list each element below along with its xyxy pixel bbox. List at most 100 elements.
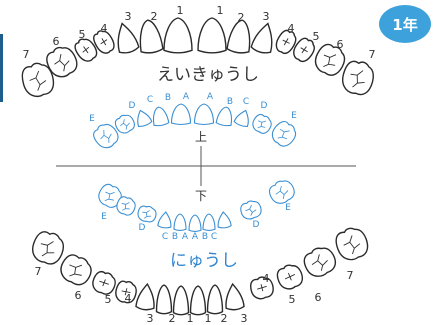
upper-primary-tooth-outline (137, 109, 153, 127)
upper-permanent-tooth-groove (300, 46, 308, 54)
upper-primary-letter-label: B (165, 93, 171, 103)
lower-permanent-number-label: 1 (187, 312, 194, 325)
lower-primary-tooth (202, 213, 216, 231)
upper-permanent-tooth (293, 37, 315, 63)
lower-primary-tooth (188, 214, 202, 232)
upper-permanent-tooth-outline (314, 43, 346, 76)
upper-permanent-tooth-outline (163, 17, 193, 54)
upper-primary-letter-label: A (207, 92, 214, 102)
upper-permanent-tooth (163, 17, 193, 54)
permanent-teeth-label: えいきゅうし (157, 65, 259, 85)
lower-permanent-tooth-outline (206, 284, 224, 315)
lower-jaw-label: 下 (195, 189, 207, 203)
lower-primary-tooth-groove (121, 202, 130, 211)
lower-primary-tooth-groove (104, 191, 115, 201)
grade-badge-background (379, 5, 431, 43)
lower-permanent-tooth-outline (303, 247, 336, 277)
lower-permanent-number-label: 3 (241, 312, 248, 325)
lower-primary-letter-label: D (139, 223, 146, 233)
left-edge-bar (0, 34, 3, 102)
upper-primary-tooth-groove (257, 120, 266, 129)
lower-permanent-number-label: 7 (35, 265, 42, 278)
lower-primary-letter-label: C (162, 232, 168, 242)
upper-primary-tooth-groove (277, 128, 290, 140)
lower-permanent-tooth-outline (135, 282, 155, 311)
upper-permanent-tooth (197, 17, 227, 54)
upper-permanent-teeth (21, 17, 374, 97)
lower-primary-tooth-outline (217, 211, 232, 229)
lower-primary-tooth (157, 211, 172, 229)
grade-badge: 1年 (379, 5, 431, 43)
upper-primary-letter-label: B (227, 97, 233, 107)
lower-permanent-tooth (115, 280, 137, 304)
lower-permanent-tooth (276, 264, 304, 290)
lower-permanent-tooth (303, 247, 336, 277)
upper-permanent-tooth (314, 43, 346, 76)
upper-primary-tooth (271, 120, 297, 147)
upper-primary-letter-label: D (261, 101, 268, 111)
grade-badge-text: 1年 (392, 16, 417, 34)
upper-primary-tooth-groove (100, 129, 112, 143)
lower-primary-tooth (217, 211, 232, 229)
lower-permanent-tooth-groove (121, 288, 131, 296)
upper-primary-tooth (252, 113, 272, 134)
upper-permanent-number-label: 5 (313, 30, 320, 43)
upper-permanent-tooth-outline (342, 60, 374, 96)
upper-permanent-tooth (139, 19, 164, 54)
lower-primary-tooth-outline (268, 180, 295, 204)
lower-permanent-tooth (206, 284, 224, 315)
upper-permanent-tooth-outline (117, 22, 140, 54)
lower-permanent-tooth-outline (335, 227, 369, 261)
lower-permanent-tooth-groove (343, 235, 361, 255)
lower-permanent-tooth-groove (69, 264, 83, 277)
upper-primary-tooth (114, 114, 135, 134)
upper-permanent-number-label: 5 (79, 28, 86, 41)
lower-primary-tooth-outline (240, 200, 262, 220)
upper-primary-tooth-outline (170, 103, 192, 126)
upper-primary-letter-label: E (291, 111, 297, 121)
lower-primary-tooth-outline (116, 196, 136, 216)
upper-permanent-tooth-outline (139, 19, 164, 54)
upper-primary-tooth (152, 106, 170, 127)
lower-permanent-number-label: 2 (221, 312, 228, 325)
upper-primary-tooth-outline (193, 103, 215, 126)
upper-jaw-label: 上 (195, 130, 207, 144)
lower-primary-tooth-outline (188, 214, 202, 232)
lower-permanent-number-label: 6 (315, 291, 322, 304)
upper-primary-teeth (93, 103, 297, 149)
upper-primary-tooth-outline (233, 109, 249, 127)
lower-permanent-tooth (92, 270, 116, 295)
upper-permanent-tooth (226, 19, 251, 54)
upper-permanent-tooth (93, 30, 115, 54)
upper-primary-tooth-outline (252, 113, 272, 134)
upper-primary-tooth (233, 109, 249, 127)
lower-primary-letter-label: B (202, 232, 208, 242)
upper-permanent-tooth-groove (82, 46, 90, 54)
lower-primary-letter-label: A (182, 232, 189, 242)
lower-primary-tooth-groove (142, 210, 152, 219)
lower-permanent-tooth-outline (60, 254, 92, 286)
lower-permanent-number-label: 1 (205, 312, 212, 325)
upper-primary-tooth (193, 103, 215, 126)
upper-permanent-tooth (250, 22, 273, 54)
lower-permanent-tooth (250, 276, 274, 300)
lower-permanent-number-label: 4 (125, 292, 132, 305)
upper-permanent-number-label: 6 (53, 35, 60, 48)
upper-permanent-tooth-outline (197, 17, 227, 54)
lower-permanent-teeth (32, 227, 369, 316)
lower-primary-letter-label: D (253, 220, 260, 230)
lower-primary-letter-label: E (101, 212, 107, 222)
upper-permanent-tooth-groove (54, 53, 70, 72)
lower-permanent-tooth-groove (311, 254, 328, 271)
lower-primary-tooth (98, 183, 122, 208)
lower-permanent-tooth (189, 285, 207, 316)
primary-teeth-label: にゅうし (170, 251, 238, 271)
lower-permanent-tooth-outline (155, 284, 173, 315)
lower-primary-tooth (268, 180, 295, 204)
lower-permanent-number-label: 2 (169, 312, 176, 325)
upper-permanent-number-label: 1 (177, 4, 184, 17)
lower-primary-letter-label: C (211, 232, 217, 242)
